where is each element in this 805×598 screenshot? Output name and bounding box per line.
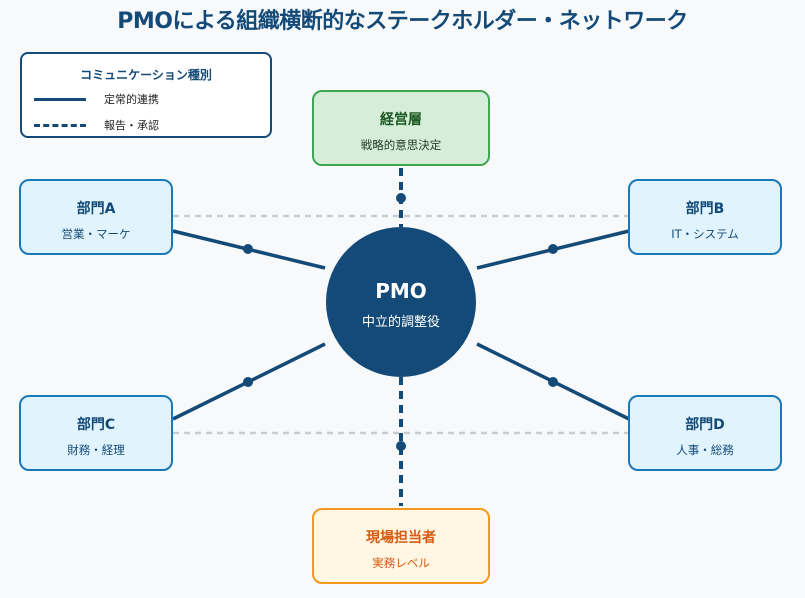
node-title: 部門B — [685, 201, 725, 217]
node-title: 経営層 — [380, 112, 422, 128]
node-title: 部門A — [76, 201, 116, 217]
node-title: 部門C — [76, 417, 116, 433]
link-node-dot — [396, 193, 406, 203]
legend-label: 定常的連携 — [104, 93, 159, 106]
link-node-dot — [396, 441, 406, 451]
node-subtitle: 人事・総務 — [676, 443, 734, 457]
node-dept-a: 部門A 営業・マーケ — [19, 179, 173, 255]
node-title: 部門D — [685, 417, 725, 433]
hub-title: PMO — [375, 279, 427, 303]
legend-title: コミュニケーション種別 — [80, 68, 212, 82]
link-node-dot — [548, 377, 558, 387]
pmo-hub: PMO 中立的調整役 — [326, 227, 476, 377]
legend-item-solid: 定常的連携 — [34, 91, 159, 107]
legend-label: 報告・承認 — [104, 119, 159, 132]
node-subtitle: 財務・経理 — [67, 443, 125, 457]
link-node-dot — [548, 244, 558, 254]
node-dept-d: 部門D 人事・総務 — [628, 395, 782, 471]
node-field-staff: 現場担当者 実務レベル — [312, 508, 490, 584]
solid-line-swatch — [34, 97, 86, 101]
node-dept-b: 部門B IT・システム — [628, 179, 782, 255]
node-title: 現場担当者 — [366, 530, 436, 546]
node-subtitle: 戦略的意思決定 — [360, 138, 442, 152]
dashed-line-swatch — [34, 123, 86, 127]
legend-item-dashed: 報告・承認 — [34, 117, 159, 133]
node-subtitle: 営業・マーケ — [61, 227, 131, 241]
hub-subtitle: 中立的調整役 — [361, 315, 440, 330]
node-dept-c: 部門C 財務・経理 — [19, 395, 173, 471]
node-subtitle: IT・システム — [671, 227, 739, 241]
link-node-dot — [243, 377, 253, 387]
node-subtitle: 実務レベル — [372, 556, 430, 570]
legend: コミュニケーション種別 定常的連携 報告・承認 — [20, 52, 272, 138]
diagram-title: PMOによる組織横断的なステークホルダー・ネットワーク — [117, 9, 688, 34]
link-node-dot — [243, 244, 253, 254]
node-executive: 経営層 戦略的意思決定 — [312, 90, 490, 166]
